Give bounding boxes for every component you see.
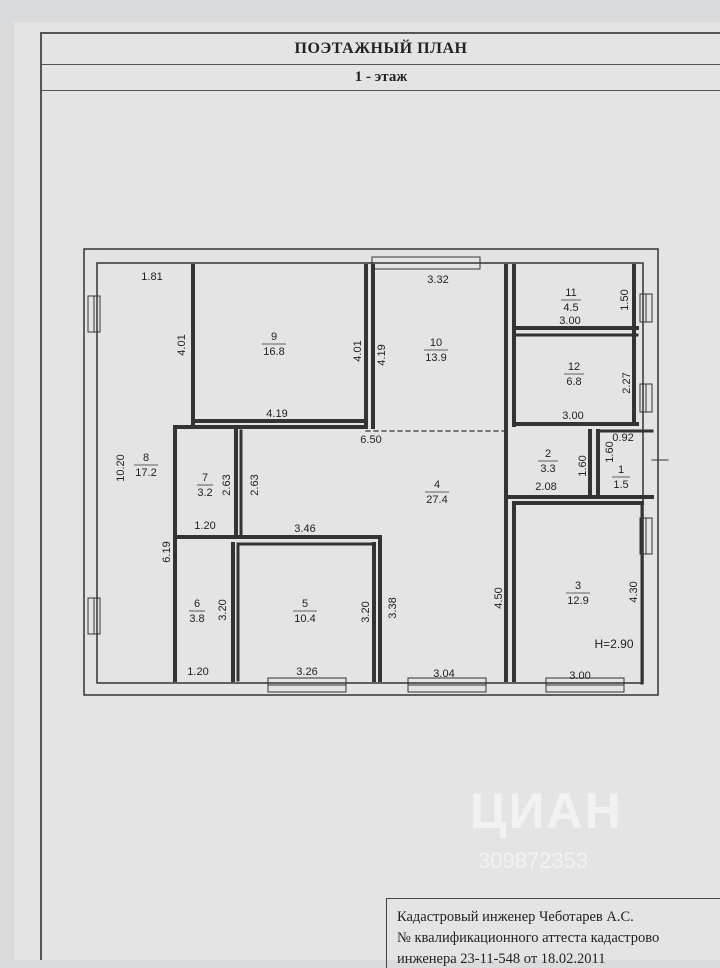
- dim-label: 3.32: [427, 274, 448, 286]
- dim-label: 6.50: [360, 434, 381, 446]
- dim-label: 3.46: [294, 523, 315, 535]
- dim-label: 1.60: [577, 455, 589, 476]
- room-area: 3.2: [197, 487, 212, 499]
- dim-label: 4.01: [176, 334, 188, 355]
- room-area: 10.4: [294, 613, 315, 625]
- room-number: 10: [430, 337, 442, 349]
- room-label-1: 1 1.5: [612, 464, 630, 491]
- room-number: 5: [302, 598, 308, 610]
- room-area: 1.5: [613, 479, 628, 491]
- dim-label: 3.00: [559, 315, 580, 327]
- dim-label: 1.20: [194, 520, 215, 532]
- room-label-5: 5 10.4: [293, 598, 317, 625]
- stamp-line-1: Кадастровый инженер Чеботарев А.С.: [397, 909, 634, 925]
- dim-label: 3.26: [296, 666, 317, 678]
- dim-label: 3.20: [217, 599, 229, 620]
- dim-label: 4.19: [266, 408, 287, 420]
- dim-label: 2.63: [221, 474, 233, 495]
- dim-label: 3.38: [387, 597, 399, 618]
- dim-label: 6.19: [161, 541, 173, 562]
- dim-label: 1.60: [604, 441, 616, 462]
- room-number: 8: [143, 452, 149, 464]
- room-label-4: 4 27.4: [425, 479, 449, 506]
- room-number: 11: [565, 287, 576, 299]
- room-area: 6.8: [566, 376, 581, 388]
- room-area: 12.9: [567, 595, 588, 607]
- dim-label: 3.04: [433, 668, 454, 680]
- room-number: 3: [575, 580, 581, 592]
- dimension-labels: 1.81 3.32 1.50 3.00 4.01 4.19 4.01 4.19 …: [115, 271, 640, 682]
- dim-label: 10.20: [115, 454, 127, 482]
- watermark-id: 309872353: [478, 848, 589, 873]
- dim-label: 1.20: [187, 666, 208, 678]
- room-label-3: 3 12.9: [566, 580, 590, 607]
- watermark-brand: ЦИАН: [470, 783, 623, 839]
- dim-label: 2.63: [249, 474, 261, 495]
- dim-label: 3.20: [360, 601, 372, 622]
- room-labels: 9 16.8 10 13.9 11 4.5 12 6.8 8 17.2 7 3.…: [134, 287, 630, 625]
- room-number: 6: [194, 598, 200, 610]
- room-number: 12: [568, 361, 580, 373]
- drawing-frame: [40, 32, 720, 960]
- dim-label: 1.50: [619, 289, 631, 310]
- room-number: 2: [545, 448, 551, 460]
- dim-label: 0.92: [612, 432, 633, 444]
- dim-label: 4.01: [352, 340, 364, 361]
- room-label-11: 11 4.5: [561, 287, 581, 314]
- ceiling-height-label: H=2.90: [594, 637, 633, 651]
- room-area: 17.2: [135, 467, 156, 479]
- stamp-line-2: № квалификационного аттеста кадастрово: [397, 930, 660, 946]
- room-area: 3.3: [540, 463, 555, 475]
- dim-label: 4.30: [628, 581, 640, 602]
- dim-label: 1.81: [141, 271, 162, 283]
- room-area: 4.5: [563, 302, 578, 314]
- room-label-10: 10 13.9: [424, 337, 448, 364]
- room-number: 9: [271, 331, 277, 343]
- room-number: 4: [434, 479, 440, 491]
- dim-label: 2.08: [535, 481, 556, 493]
- dim-label: 2.27: [621, 372, 633, 393]
- room-label-9: 9 16.8: [262, 331, 286, 358]
- windows: [87, 256, 653, 693]
- room-label-2: 2 3.3: [538, 448, 558, 475]
- room-label-6: 6 3.8: [189, 598, 205, 625]
- plan-title: ПОЭТАЖНЫЙ ПЛАН: [294, 40, 468, 57]
- room-label-7: 7 3.2: [197, 472, 213, 499]
- room-number: 1: [618, 464, 624, 476]
- room-area: 16.8: [263, 346, 284, 358]
- outer-wall-outline: [83, 248, 659, 696]
- room-area: 3.8: [189, 613, 204, 625]
- room-label-8: 8 17.2: [134, 452, 158, 479]
- dim-label: 3.00: [569, 670, 590, 682]
- room-area: 13.9: [425, 352, 446, 364]
- room-number: 7: [202, 472, 208, 484]
- room-label-12: 12 6.8: [564, 361, 584, 388]
- stamp-line-3: инженера 23-11-548 от 18.02.2011: [397, 951, 606, 967]
- dim-label: 4.19: [376, 344, 388, 365]
- room-area: 27.4: [426, 494, 447, 506]
- paper-sheet: [14, 22, 720, 960]
- engineer-stamp: Кадастровый инженер Чеботарев А.С. № ква…: [386, 898, 720, 968]
- dim-label: 3.00: [562, 410, 583, 422]
- title-divider: [42, 64, 720, 65]
- floor-label: 1 - этаж: [354, 69, 408, 85]
- floor-divider: [42, 90, 720, 91]
- inner-wall-outline: [96, 262, 644, 684]
- dim-label: 4.50: [493, 587, 505, 608]
